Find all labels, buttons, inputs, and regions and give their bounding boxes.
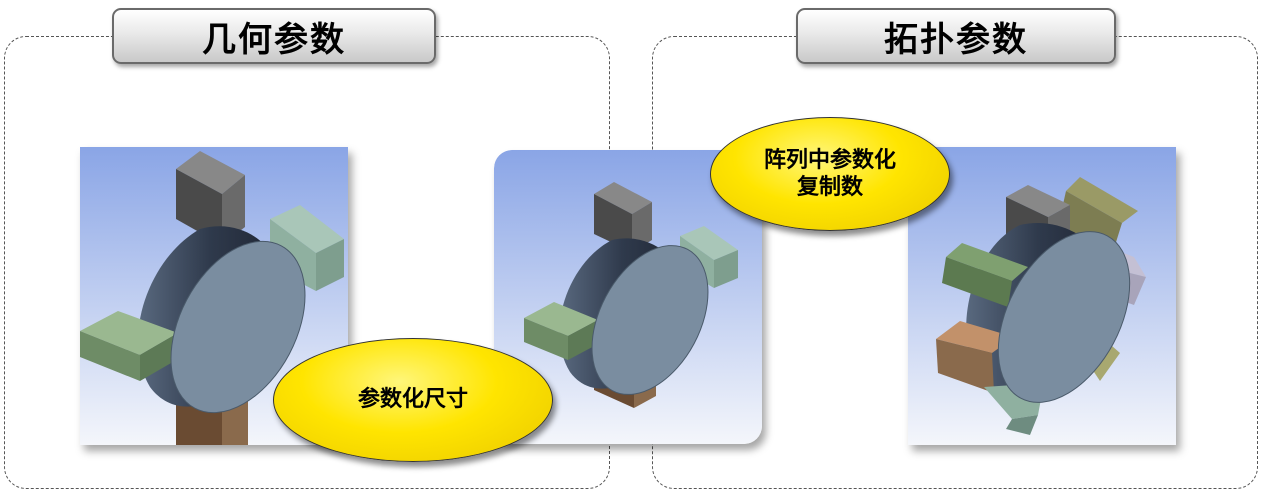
parametric-dimension-callout: 参数化尺寸 — [273, 338, 553, 462]
model-view-modified — [494, 150, 762, 444]
geometry-params-title: 几何参数 — [112, 8, 436, 64]
topology-params-title: 拓扑参数 — [796, 8, 1116, 64]
brown-block — [936, 321, 1014, 393]
parametric-dimension-text: 参数化尺寸 — [357, 387, 468, 413]
disc-face — [997, 231, 1131, 403]
disc-face — [170, 240, 306, 414]
disc-face — [591, 245, 709, 395]
left-green-block — [524, 302, 598, 360]
green-block — [942, 243, 1028, 307]
pattern-copy-count-line1: 阵列中参数化 — [763, 147, 896, 173]
top-gray-block — [594, 182, 652, 252]
model-view-patterned — [908, 147, 1176, 445]
pattern-copy-count-line2: 复制数 — [796, 175, 863, 200]
left-green-block — [80, 311, 178, 381]
pattern-copy-count-callout: 阵列中参数化 复制数 — [710, 117, 950, 231]
